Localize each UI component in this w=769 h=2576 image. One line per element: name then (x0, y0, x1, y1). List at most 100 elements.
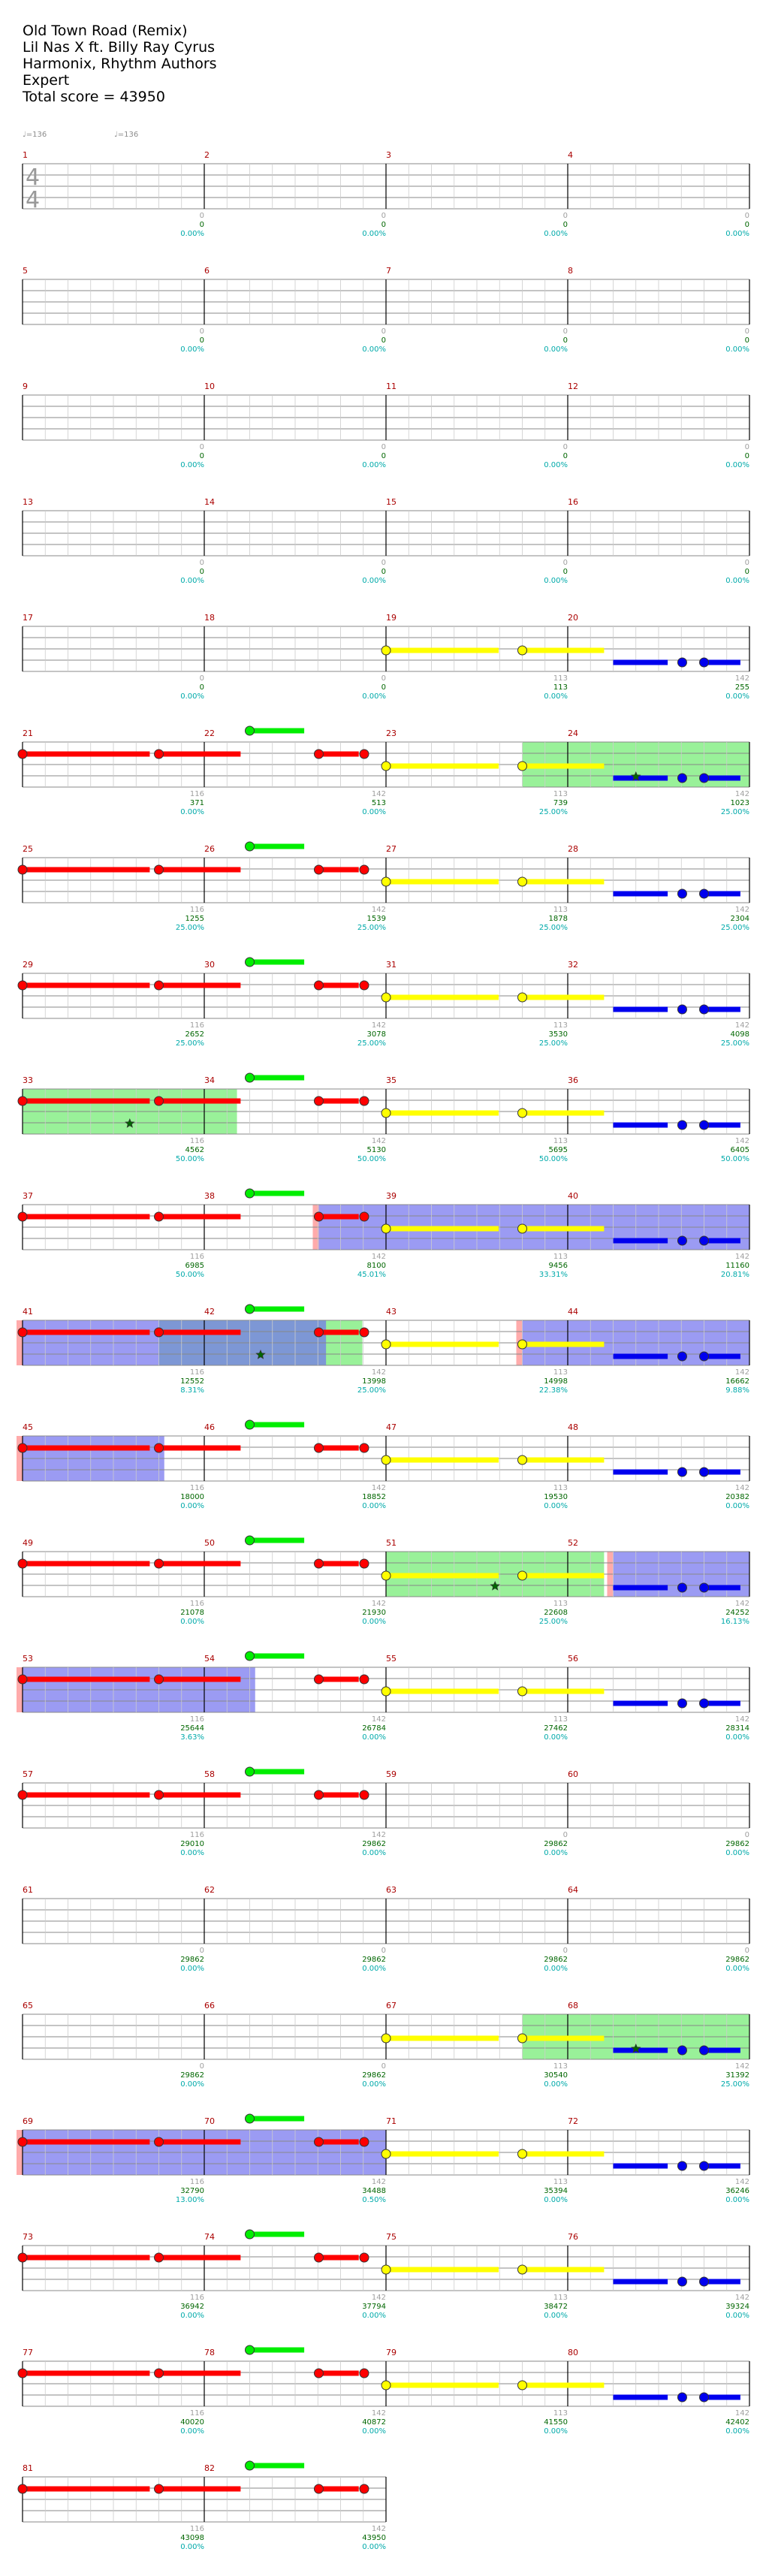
measure-points: 0 (563, 443, 568, 451)
blue-note (677, 2276, 687, 2287)
cumulative-score: 29862 (362, 1956, 386, 1964)
star-power-percent: 0.00% (362, 2312, 386, 2320)
measure-points: 142 (372, 1715, 386, 1724)
star-power-percent: 0.00% (725, 2312, 749, 2320)
yellow-note (381, 2380, 391, 2390)
measure-points: 116 (190, 1137, 204, 1145)
green-note (245, 1766, 255, 1777)
cumulative-score: 37794 (362, 2303, 386, 2311)
star-power-percent: 25.00% (721, 1039, 749, 1048)
cumulative-score: 1255 (185, 915, 204, 923)
tempo-marker: ♩=136 (23, 131, 47, 139)
measure-points: 0 (745, 1831, 749, 1839)
yellow-note (381, 645, 391, 656)
measure-points: 142 (735, 674, 749, 683)
measure-points: 0 (200, 327, 204, 336)
overdrive-start-marker (17, 1320, 23, 1365)
star-power-percent: 25.00% (721, 2080, 749, 2089)
cumulative-score: 8100 (367, 1262, 386, 1270)
measure-points: 142 (372, 1831, 386, 1839)
measure-number: 67 (386, 2001, 397, 2010)
blue-note (677, 2161, 687, 2171)
cumulative-score: 41550 (544, 2418, 568, 2427)
measure-number: 32 (568, 960, 578, 970)
cumulative-score: 22608 (544, 1609, 568, 1617)
star-power-percent: 0.00% (362, 692, 386, 701)
star-power-percent: 50.00% (176, 1271, 204, 1279)
blue-note (699, 657, 709, 668)
yellow-note (381, 2264, 391, 2275)
overdrive-start-marker (17, 1436, 23, 1481)
yellow-note (517, 992, 527, 1003)
star-power-percent: 0.00% (362, 1502, 386, 1510)
measure-number: 43 (386, 1307, 397, 1317)
measure-number: 14 (204, 497, 215, 507)
red-note (359, 2137, 369, 2147)
blue-note (677, 2045, 687, 2056)
red-note (17, 2484, 28, 2494)
measure-number: 37 (23, 1191, 33, 1201)
cumulative-score: 42402 (725, 2418, 749, 2427)
measure-points: 0 (381, 2062, 386, 2071)
overdrive-start-marker (17, 2130, 23, 2175)
star-power-percent: 8.31% (180, 1386, 204, 1395)
star-power-percent: 0.00% (544, 345, 568, 354)
star-power-percent: 0.00% (362, 577, 386, 585)
cumulative-score: 0 (381, 336, 386, 345)
red-note (313, 1096, 324, 1106)
measure-number: 41 (23, 1307, 33, 1317)
measure-number: 59 (386, 1769, 397, 1779)
red-note (313, 1443, 324, 1453)
star-power-percent: 0.00% (544, 1502, 568, 1510)
red-note (154, 980, 164, 991)
cumulative-score: 29862 (180, 1956, 204, 1964)
measure-number: 78 (204, 2348, 215, 2357)
measure-number: 46 (204, 1422, 215, 1432)
cumulative-score: 6405 (731, 1146, 749, 1154)
measure-points: 142 (372, 2178, 386, 2186)
blue-note (699, 888, 709, 899)
cumulative-score: 1023 (731, 799, 749, 807)
star-power-percent: 0.00% (544, 2312, 568, 2320)
red-note (154, 2137, 164, 2147)
measure-points: 142 (735, 790, 749, 798)
blue-note (677, 1120, 687, 1130)
measure-number: 71 (386, 2116, 397, 2126)
measure-number: 21 (23, 728, 33, 738)
green-note (245, 1304, 255, 1314)
measure-points: 116 (190, 906, 204, 914)
red-note (17, 1674, 28, 1685)
red-note (313, 1327, 324, 1338)
measure-number: 44 (568, 1307, 578, 1317)
star-power-percent: 0.00% (725, 577, 749, 585)
blue-note (699, 2161, 709, 2171)
star-power-percent: 0.00% (362, 1733, 386, 1742)
red-note (359, 864, 369, 875)
measure-points: 0 (745, 559, 749, 567)
measure-points: 116 (190, 790, 204, 798)
measure-points: 0 (563, 1831, 568, 1839)
measure-number: 20 (568, 613, 578, 623)
song-artist: Lil Nas X ft. Billy Ray Cyrus (23, 39, 216, 56)
measure-points: 142 (372, 1021, 386, 1030)
blue-note (677, 888, 687, 899)
measure-points: 116 (190, 1715, 204, 1724)
cumulative-score: 0 (745, 568, 749, 576)
measure-number: 8 (568, 266, 573, 276)
red-note (154, 749, 164, 759)
song-title: Old Town Road (Remix) (23, 23, 188, 39)
red-note (313, 980, 324, 991)
measure-number: 40 (568, 1191, 578, 1201)
measure-number: 72 (568, 2116, 578, 2126)
star-power-percent: 25.00% (357, 924, 386, 932)
blue-note (677, 657, 687, 668)
measure-points: 142 (372, 906, 386, 914)
star-power-percent: 45.01% (357, 1271, 386, 1279)
star-note (125, 1118, 135, 1128)
measure-number: 51 (386, 1538, 397, 1548)
measure-points: 142 (372, 1368, 386, 1377)
